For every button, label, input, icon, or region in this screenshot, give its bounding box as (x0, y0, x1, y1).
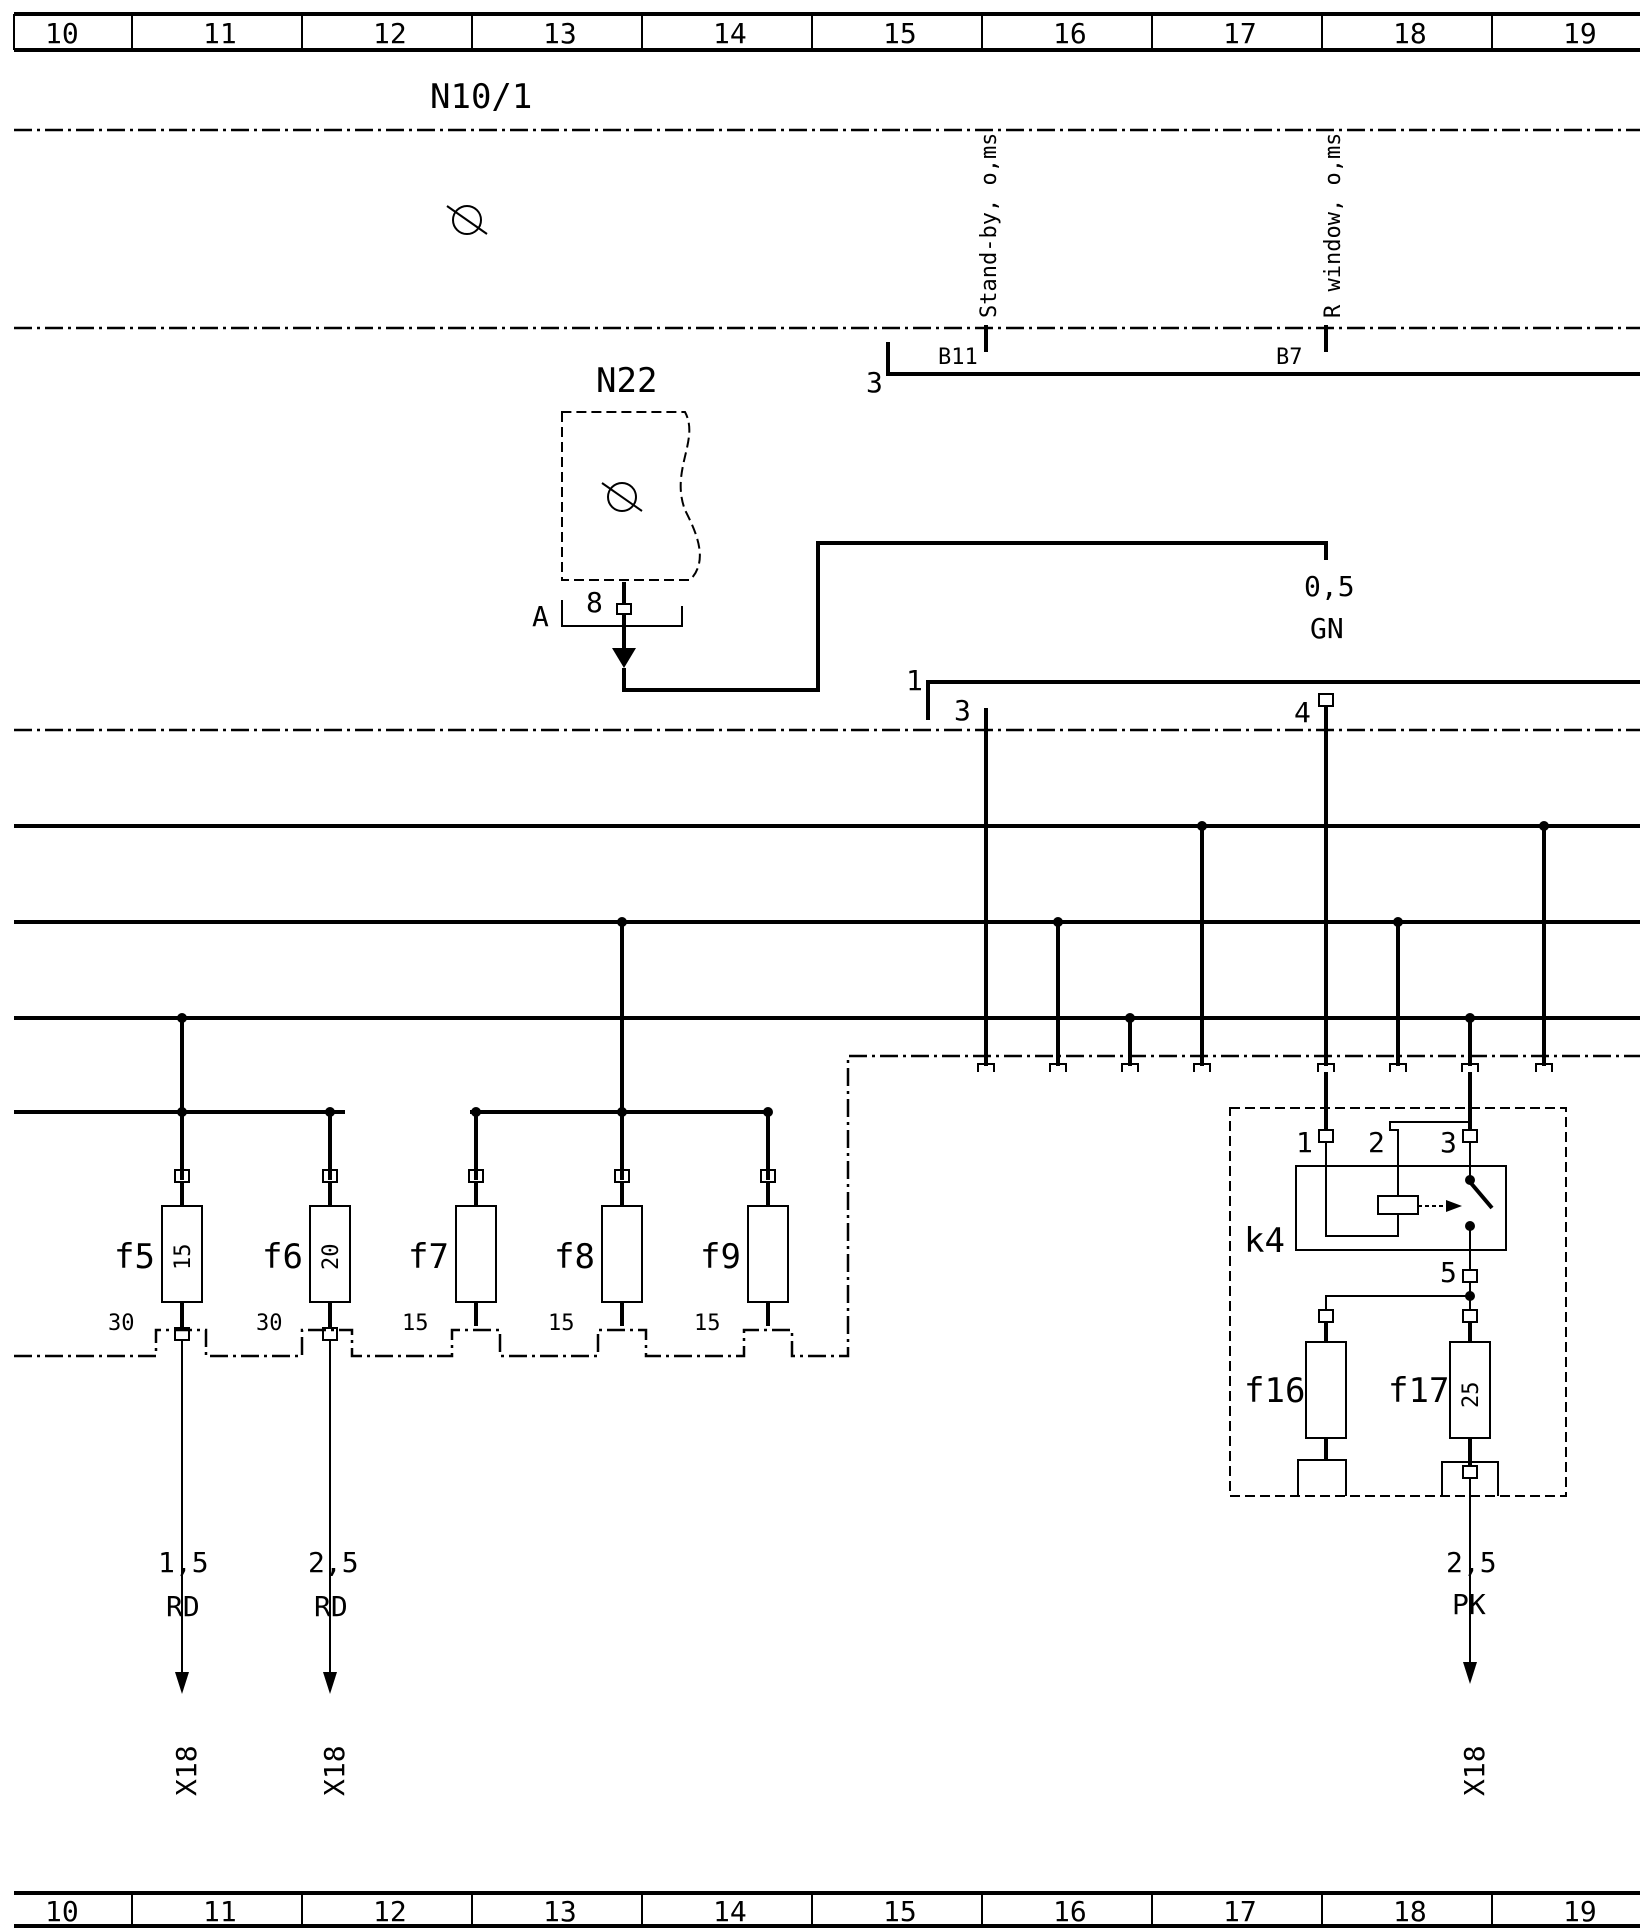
relay-switch-contact (1468, 1180, 1494, 1210)
grid-col-top-4: 13 (543, 17, 577, 50)
wire-n22-to-connector-4 (622, 541, 1328, 692)
pin-b11-label: B11 (938, 345, 978, 370)
wire-upper-color: GN (1310, 612, 1344, 645)
boundary-connectors (977, 1063, 1553, 1072)
relay-coil-icon (1377, 1195, 1419, 1215)
electronic-component-icon (446, 205, 488, 235)
n10-1-signal-standby: Stand-by, o,ms (977, 133, 1002, 318)
grid-col-bottom-5: 14 (713, 1895, 747, 1928)
k4-pin2-label: 2 (1368, 1126, 1385, 1159)
grid-col-bottom-8: 17 (1223, 1895, 1257, 1928)
fuse-f5-rating: 15 (171, 1244, 196, 1271)
fuse-f16-label: f16 (1244, 1371, 1305, 1411)
output-1-color: RD (166, 1590, 200, 1623)
n22-pin-8-label: 8 (586, 586, 603, 619)
pin-b7-label: B7 (1276, 345, 1303, 370)
fuse-f9: f9 15 (694, 1169, 789, 1336)
fuse-f5-terminal: 30 (108, 1311, 135, 1336)
output-2-dest: X18 (318, 1745, 351, 1796)
connector-1-pin3-label: 3 (954, 694, 971, 727)
output-2-size: 2,5 (308, 1546, 359, 1579)
fuse-f16: f16 (1244, 1309, 1347, 1496)
ground-arrow-icon (612, 648, 636, 668)
k4-relay-module: k4 1 2 3 5 (1229, 1072, 1567, 1497)
grid-bar-top: 10 11 12 13 14 15 16 17 18 19 (13, 12, 1640, 52)
fuse-f17: f17 25 (1388, 1309, 1499, 1496)
fuse-f7: f7 15 (402, 1169, 497, 1336)
grid-col-top-10: 19 (1563, 17, 1597, 50)
fuse-block-boundary (14, 1054, 1640, 1358)
n22-pin-a-label: A (532, 600, 549, 633)
n10-1-signal-r-window: R window, o,ms (1321, 133, 1346, 318)
arrow-down-icon (1463, 1662, 1477, 1684)
grid-bar-bottom: 10 11 12 13 14 15 16 17 18 19 (14, 1891, 1640, 1928)
fuse-f17-label: f17 (1388, 1371, 1449, 1411)
fuse-f8: f8 15 (548, 1169, 643, 1336)
fuse-f9-terminal: 15 (694, 1311, 721, 1336)
connector-1-line (926, 680, 1640, 720)
grid-col-top-7: 16 (1053, 17, 1087, 50)
output-1-size: 1,5 (158, 1546, 209, 1579)
output-3: 2,5 PK X18 (1446, 1478, 1497, 1796)
connector-1: 1 3 4 (14, 664, 1640, 732)
output-3-color: PK (1452, 1588, 1486, 1621)
grid-col-bottom-7: 16 (1053, 1895, 1087, 1928)
n10-1-connector-line (886, 342, 1640, 376)
fuse-f5-label: f5 (114, 1237, 155, 1277)
output-3-size: 2,5 (1446, 1546, 1497, 1579)
wire-upper-size: 0,5 (1304, 570, 1355, 603)
output-1-dest: X18 (170, 1745, 203, 1796)
n10-1-connector-label: 3 (866, 366, 883, 399)
grid-col-top-3: 12 (373, 17, 407, 50)
grid-col-bottom-4: 13 (543, 1895, 577, 1928)
fuse-f6-rating: 20 (319, 1244, 344, 1271)
fuse-f7-label: f7 (408, 1237, 449, 1277)
grid-col-top-5: 14 (713, 17, 747, 50)
connector-1-label: 1 (906, 664, 923, 697)
grid-col-bottom-10: 19 (1563, 1895, 1597, 1928)
n10-1-module: N10/1 Stand-by, o,ms R window, o,ms B11 … (14, 77, 1640, 399)
fuse-f9-label: f9 (700, 1237, 741, 1277)
n22-module: N22 A 8 (532, 361, 1328, 692)
grid-col-bottom-2: 11 (203, 1895, 237, 1928)
output-2: 2,5 RD X18 (308, 1340, 359, 1796)
fuse-f7-terminal: 15 (402, 1311, 429, 1336)
connector-1-pin4-label: 4 (1294, 696, 1311, 729)
electronic-component-icon (601, 482, 643, 512)
n10-1-label: N10/1 (430, 77, 532, 117)
grid-col-top-8: 17 (1223, 17, 1257, 50)
output-1: 1,5 RD X18 (158, 1340, 209, 1796)
grid-col-top-1: 10 (45, 17, 79, 50)
fuse-f8-terminal: 15 (548, 1311, 575, 1336)
k4-pin5-label: 5 (1440, 1256, 1457, 1289)
grid-col-top-2: 11 (203, 17, 237, 50)
k4-pin3-label: 3 (1440, 1126, 1457, 1159)
arrow-down-icon (323, 1672, 337, 1694)
k4-pin1-label: 1 (1296, 1126, 1313, 1159)
output-2-color: RD (314, 1590, 348, 1623)
fuse-f6-label: f6 (262, 1237, 303, 1277)
grid-col-top-6: 15 (883, 17, 917, 50)
grid-col-top-9: 18 (1393, 17, 1427, 50)
k4-label: k4 (1244, 1221, 1285, 1261)
output-3-dest: X18 (1458, 1745, 1491, 1796)
fuse-f6: f6 20 30 (256, 1169, 351, 1341)
n22-label: N22 (596, 361, 657, 401)
fuse-f5: f5 15 30 (108, 1169, 203, 1341)
grid-col-bottom-9: 18 (1393, 1895, 1427, 1928)
fuse-f8-label: f8 (554, 1237, 595, 1277)
fuse-f17-rating: 25 (1459, 1382, 1484, 1409)
grid-col-bottom-3: 12 (373, 1895, 407, 1928)
bus-taps (177, 730, 1549, 1180)
arrow-down-icon (175, 1672, 189, 1694)
grid-col-bottom-1: 10 (45, 1895, 79, 1928)
grid-col-bottom-6: 15 (883, 1895, 917, 1928)
bus-bars (14, 824, 1640, 1114)
fuse-f6-terminal: 30 (256, 1311, 283, 1336)
